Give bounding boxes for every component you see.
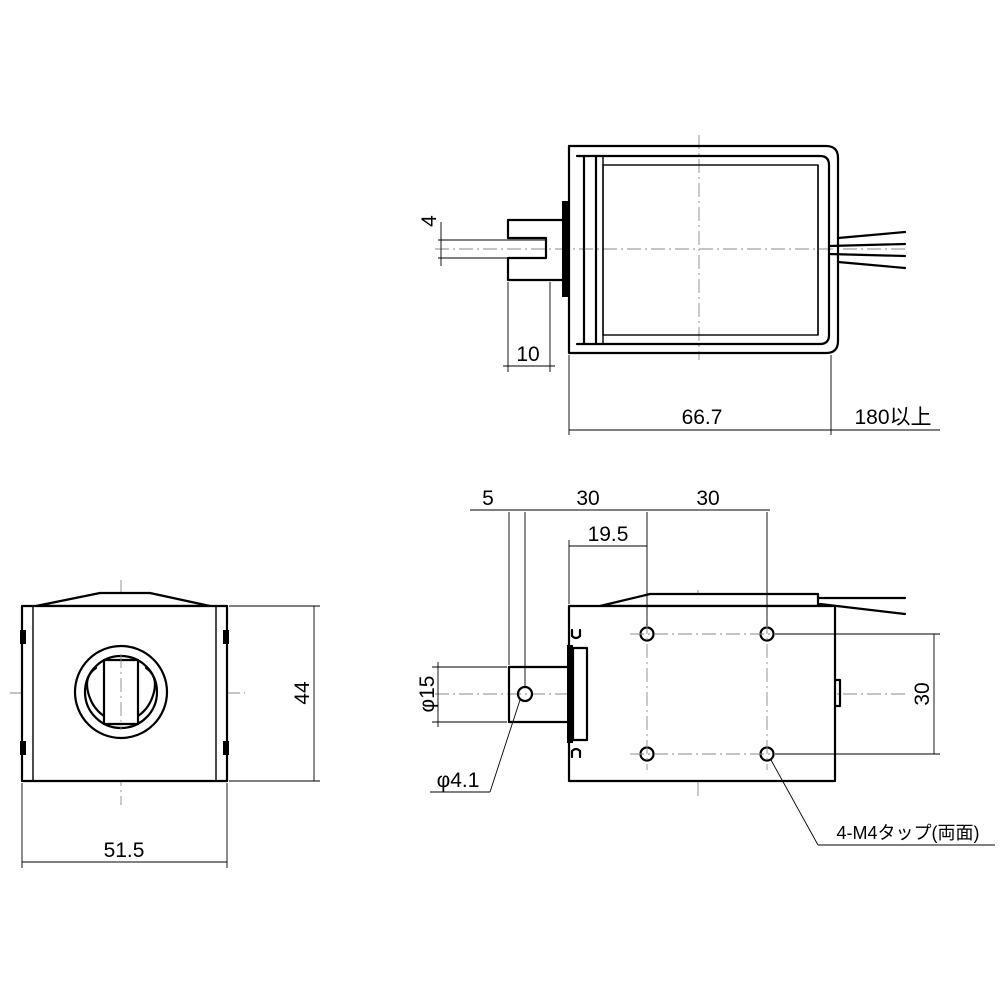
top-view: 4 10 66.7 180以上 [418,135,940,435]
side-view-washer [567,645,573,743]
dim-side-shaft-dia: φ15 [416,676,439,713]
dim-side-span-1: 30 [576,487,599,510]
front-view-clip-right [136,666,157,718]
side-view-body [567,604,837,783]
dim-top-shaft-length: 10 [516,343,539,366]
side-view-slot-upper [570,628,582,640]
dim-top-lead-length: 180以上 [854,406,931,429]
front-view-notch [20,741,26,755]
front-view-notch [223,741,229,755]
top-view-lead-wire-4 [836,260,907,270]
top-view-frame-inner [575,154,831,346]
side-view-slot-lower [570,747,582,759]
side-view-pin-hole [516,685,534,703]
top-view-washer [562,201,568,297]
top-view-plunger [506,218,564,282]
side-view-flange [571,646,589,742]
dim-leader [489,699,521,793]
top-view-lead-wire-1 [836,230,907,240]
dim-side-pin-hole: φ4.1 [437,769,480,792]
side-view: 5 30 30 19.5 φ15 φ4.1 30 4-M4タップ(両面) [416,487,995,846]
side-view-top-cap [598,592,820,608]
dim-side-tap-note: 4-M4タップ(両面) [837,823,980,843]
top-view-lead-wire-2 [827,242,907,248]
dim-top-slot-width: 4 [418,215,441,227]
top-view-lead-wire-3 [827,252,907,258]
dim-front-width: 51.5 [104,839,145,862]
dim-front-height: 44 [291,681,314,705]
top-view-coil-window [602,164,819,336]
front-view-notch [223,630,229,644]
dim-top-body-length: 66.7 [682,406,723,429]
dim-side-offset: 5 [482,487,494,510]
front-view-top-cap [34,591,212,608]
front-view-notch [20,630,26,644]
dim-side-span-2: 30 [696,487,719,510]
front-view-clip-left [85,666,106,718]
front-view: 44 51.5 [10,580,320,868]
dim-side-hole-pitch: 30 [911,682,934,705]
top-view-frame-outer [567,144,840,355]
side-view-plunger [507,665,569,724]
side-view-side-bump [833,678,842,708]
dim-side-hole-offset: 19.5 [588,523,629,546]
dim-leader [770,759,819,846]
